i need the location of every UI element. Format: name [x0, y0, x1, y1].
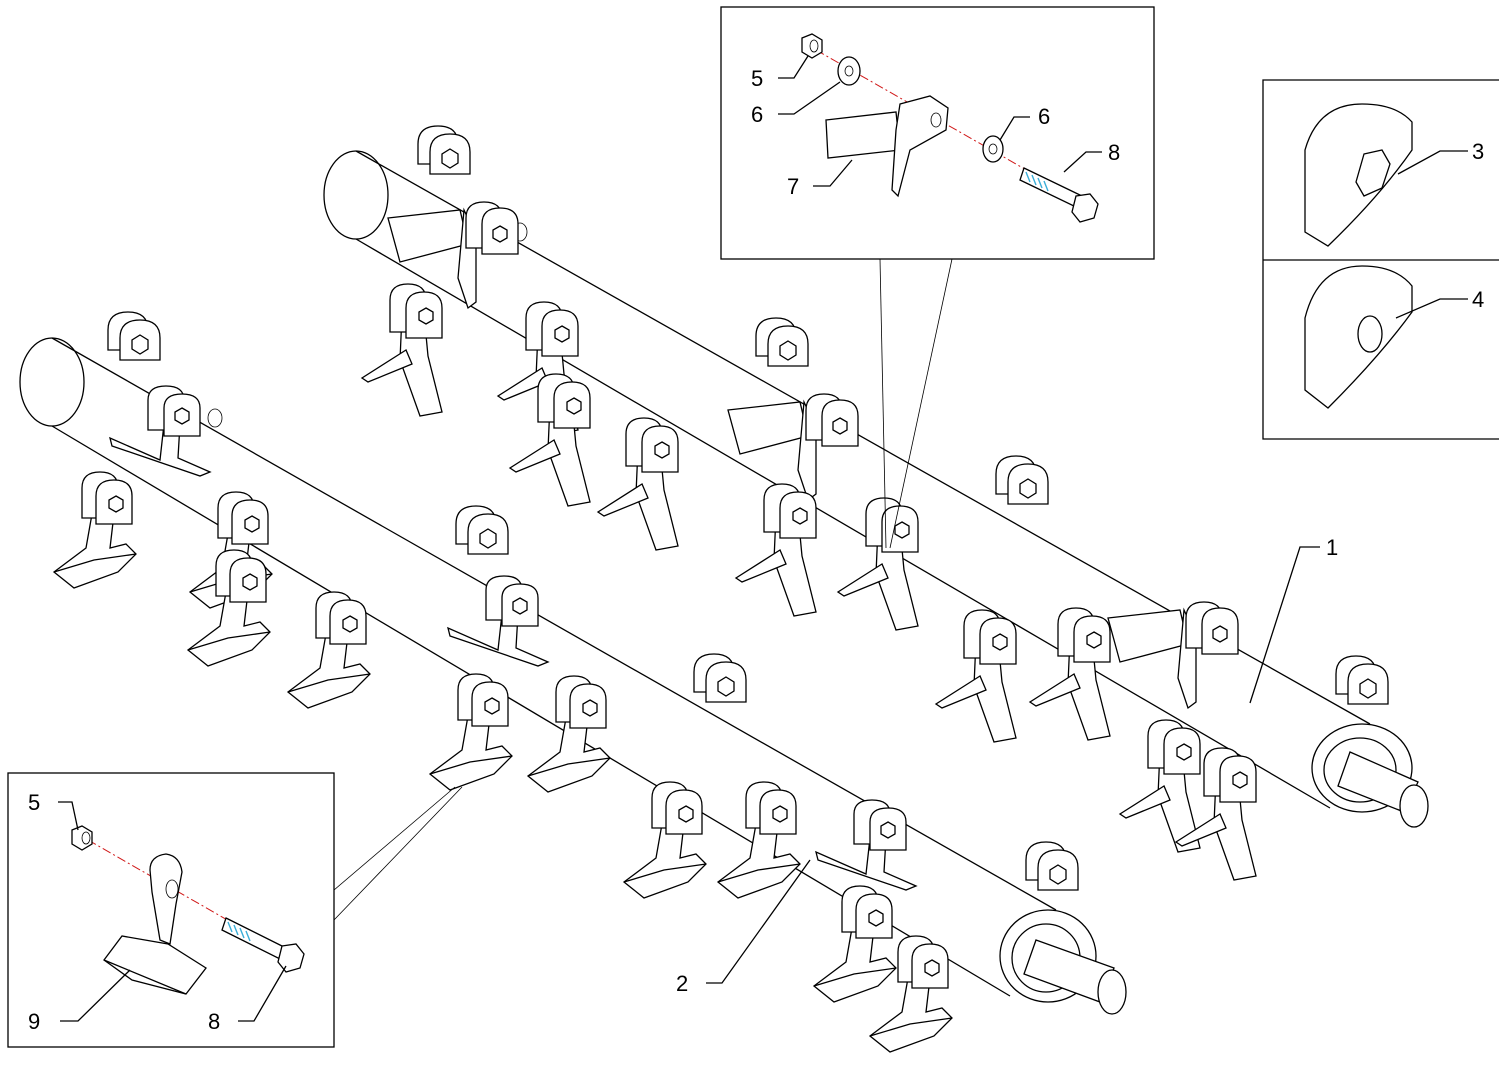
- callout-7: 7: [787, 174, 799, 199]
- callout-1: 1: [1326, 535, 1338, 560]
- callout-3: 3: [1472, 139, 1484, 164]
- end-plate-panels: [1262, 79, 1499, 440]
- end-plate-hex-hole: [1304, 103, 1413, 247]
- callout-labels: 1 2 3 4 5 6 6 7 8 5 9 8: [28, 66, 1484, 1034]
- callout-6-top-right: 6: [1038, 104, 1050, 129]
- callout-8-bottom: 8: [208, 1009, 220, 1034]
- callout-6-top-left: 6: [751, 102, 763, 127]
- callout-8-top: 8: [1108, 140, 1120, 165]
- callout-5-bottom: 5: [28, 790, 40, 815]
- leader-lines: [58, 55, 1468, 1022]
- callout-9: 9: [28, 1009, 40, 1034]
- front-rotor-shaft: [19, 311, 1127, 1053]
- callout-2: 2: [676, 971, 688, 996]
- rear-rotor-shaft: [323, 125, 1429, 881]
- detail-box-hammer-assembly: [7, 772, 463, 1048]
- detail-box-blade-assembly: [720, 6, 1155, 549]
- end-plate-round-hole: [1304, 265, 1413, 409]
- callout-5-top: 5: [751, 66, 763, 91]
- callout-4: 4: [1472, 287, 1484, 312]
